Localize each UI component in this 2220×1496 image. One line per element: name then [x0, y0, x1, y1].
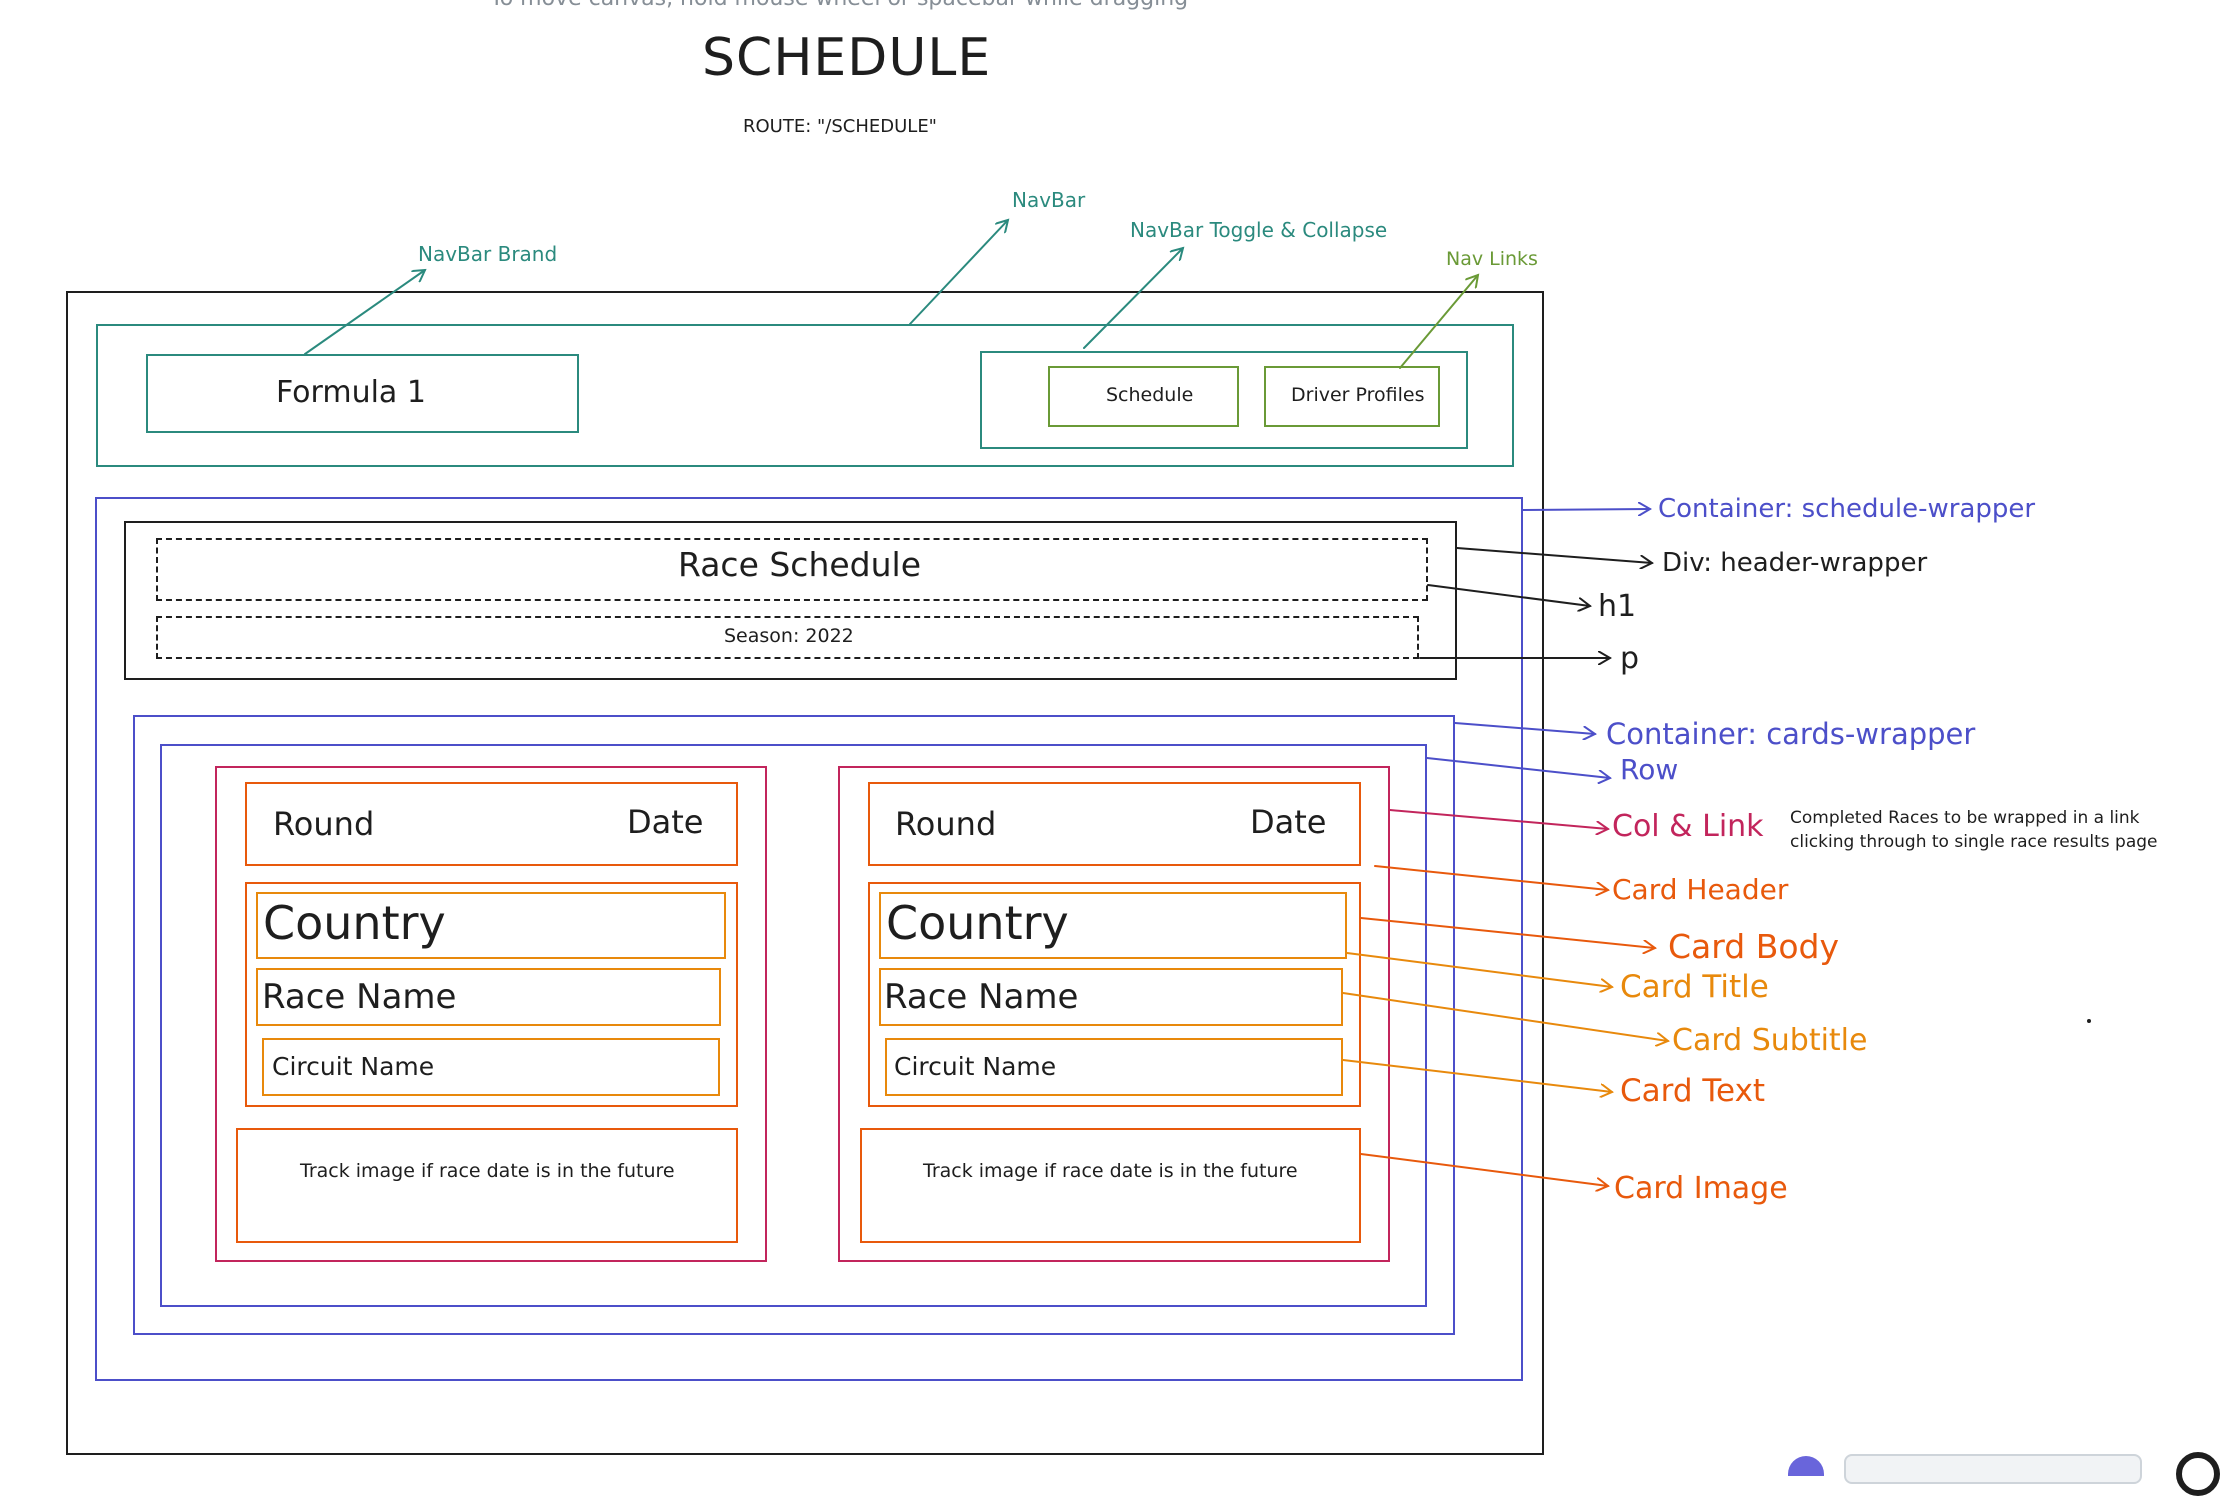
annotation-card-header: Card Header — [1612, 873, 1789, 906]
nav-link-schedule-label: Schedule — [1106, 384, 1194, 406]
card-title-1: Country — [263, 896, 446, 950]
navbar-brand[interactable]: Formula 1 — [276, 375, 426, 410]
card-subtitle-2: Race Name — [884, 977, 1079, 1017]
col-link-1[interactable] — [215, 766, 767, 1262]
nav-link-schedule[interactable] — [1048, 366, 1239, 427]
p-box — [156, 616, 1419, 659]
page-title: SCHEDULE — [702, 28, 992, 88]
annotation-navbar-brand: NavBar Brand — [418, 242, 558, 266]
card-image-note-2: Track image if race date is in the futur… — [923, 1160, 1298, 1182]
card-header-2 — [868, 782, 1361, 866]
card-title-2: Country — [886, 896, 1069, 950]
card-header-1 — [245, 782, 738, 866]
card-date-1: Date — [627, 803, 704, 841]
annotation-card-body: Card Body — [1668, 927, 1839, 966]
footer-search-box[interactable] — [1844, 1454, 2142, 1484]
annotation-container-schedule: Container: schedule-wrapper — [1658, 494, 2036, 524]
season-text: Season: 2022 — [724, 625, 854, 647]
annotation-row: Row — [1620, 753, 1679, 786]
route-label: ROUTE: "/SCHEDULE" — [743, 116, 937, 137]
card-image-1 — [236, 1128, 738, 1243]
annotation-col-link-note-1: Completed Races to be wrapped in a link — [1790, 808, 2140, 828]
annotation-card-subtitle: Card Subtitle — [1672, 1023, 1868, 1058]
h1-box — [156, 538, 1428, 601]
navbar-collapse-box — [980, 351, 1468, 449]
annotation-card-text: Card Text — [1620, 1073, 1766, 1109]
card-title-box-1 — [256, 892, 726, 959]
card-image-2 — [860, 1128, 1361, 1243]
annotation-container-cards: Container: cards-wrapper — [1606, 717, 1976, 751]
nav-link-driver-profiles[interactable] — [1264, 366, 1440, 427]
annotation-div-header: Div: header-wrapper — [1662, 548, 1928, 578]
card-text-box-1 — [262, 1038, 720, 1096]
annotation-col-link-note-2: clicking through to single race results … — [1790, 832, 2158, 852]
annotation-navbar: NavBar — [1012, 188, 1086, 212]
card-text-1: Circuit Name — [272, 1052, 435, 1081]
navbar-box — [96, 324, 1514, 467]
help-icon[interactable] — [2176, 1452, 2220, 1496]
card-round-1: Round — [273, 805, 375, 843]
race-schedule-heading: Race Schedule — [678, 545, 922, 584]
annotation-nav-links: Nav Links — [1446, 248, 1538, 270]
library-button[interactable] — [1788, 1456, 1824, 1476]
card-image-note-1: Track image if race date is in the futur… — [300, 1160, 675, 1182]
canvas-hint: To move canvas, hold mouse wheel or spac… — [490, 0, 1188, 10]
annotation-card-image: Card Image — [1614, 1171, 1788, 1206]
card-date-2: Date — [1250, 803, 1327, 841]
card-title-box-2 — [879, 892, 1347, 959]
card-subtitle-1: Race Name — [262, 977, 457, 1017]
annotation-card-title: Card Title — [1620, 969, 1769, 1005]
annotation-p: p — [1620, 641, 1640, 676]
annotation-col-link: Col & Link — [1612, 809, 1764, 844]
card-round-2: Round — [895, 805, 997, 843]
card-subtitle-box-1 — [256, 968, 721, 1026]
stray-dot — [2087, 1019, 2091, 1023]
nav-link-driver-profiles-label: Driver Profiles — [1291, 384, 1425, 406]
annotation-h1: h1 — [1598, 589, 1637, 624]
navbar-brand-box — [146, 354, 579, 433]
card-body-1 — [245, 882, 738, 1107]
annotation-navbar-toggle: NavBar Toggle & Collapse — [1130, 218, 1388, 242]
card-text-2: Circuit Name — [894, 1052, 1057, 1081]
